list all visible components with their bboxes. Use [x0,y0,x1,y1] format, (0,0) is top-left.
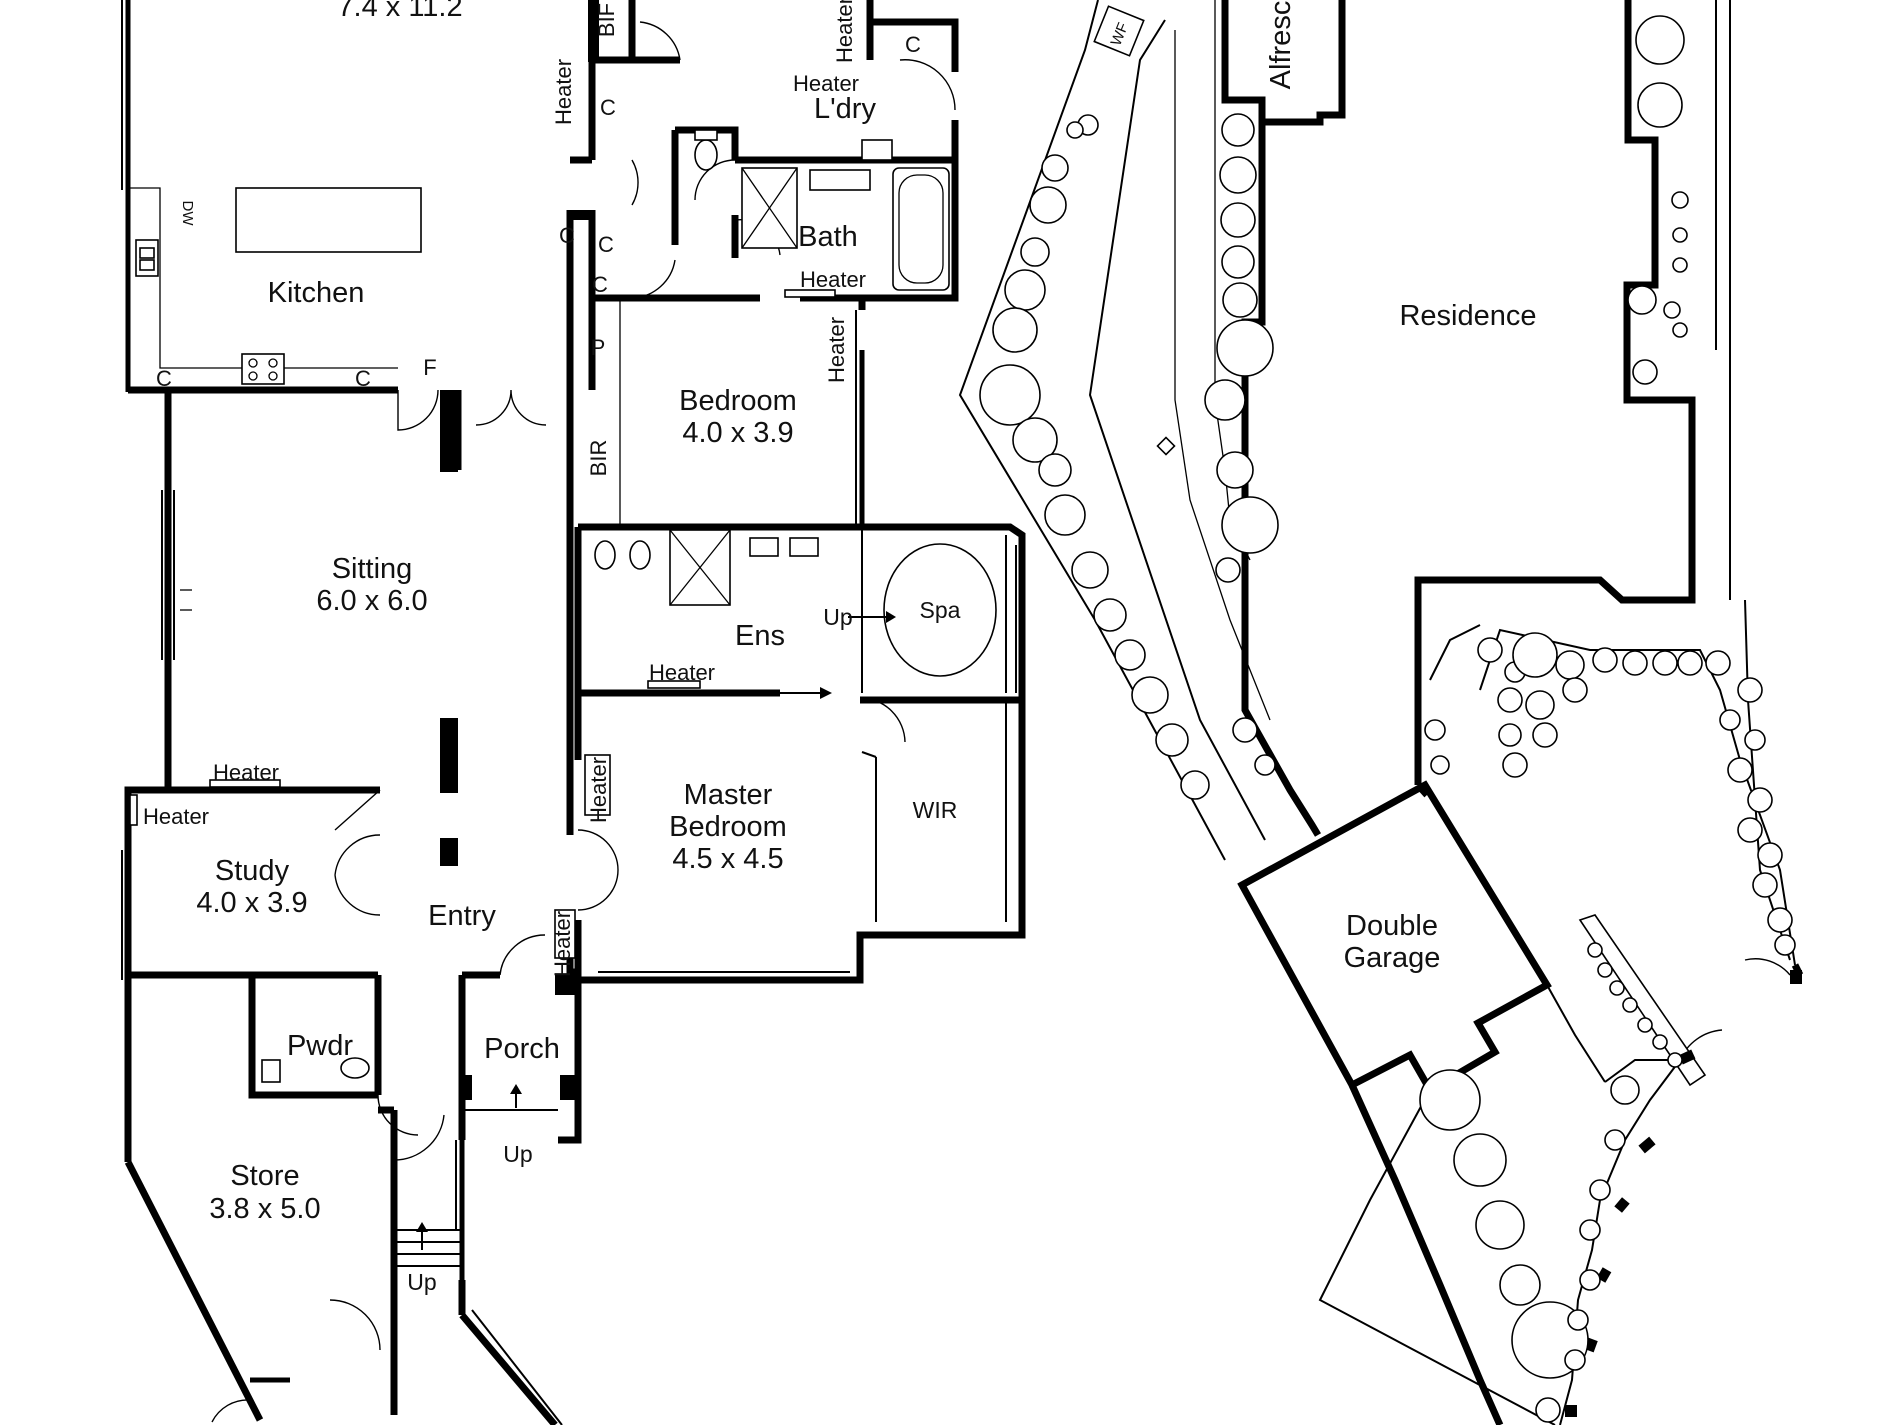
dishwasher-label: DW [179,201,196,227]
store-label: Store [230,1160,299,1192]
heater-label: Heater [832,0,857,63]
spa-label: Spa [920,597,961,623]
site-plan [958,0,1804,1425]
site-labels: Alfresc WF Residence Double Garage [1108,1,1537,974]
up-label: Up [407,1269,436,1295]
fridge-label: F [423,355,436,380]
heater-label: Heater [550,911,575,977]
pwdr-label: Pwdr [287,1030,353,1062]
master-label-1: Master [684,779,773,811]
bif-label: BIF [594,3,619,37]
garage-label-2: Garage [1344,942,1441,974]
bir-label: BIR [586,440,611,477]
bath-label: Bath [798,221,858,253]
up-label: Up [503,1141,532,1167]
bedroom-dims: 4.0 x 3.9 [682,417,793,449]
cupboard-label: C [905,32,921,57]
cooktop [241,353,285,385]
heater-label: Heater [551,59,576,125]
cupboard-label: C [600,95,616,120]
master-label-2: Bedroom [669,811,787,843]
up-label: Up [823,604,852,630]
entry-label: Entry [428,900,496,932]
room-labels: 7.4 x 11.2 Kitchen Bath L'dry Bedroom 4.… [196,0,960,1225]
store-dims: 3.8 x 5.0 [209,1193,320,1225]
heater-label: Heater [800,267,866,292]
fixtures [128,129,997,1250]
heater-label: Heater [586,757,611,823]
pantry-label: P [591,335,606,360]
cupboard-label: C [355,366,371,391]
cupboard-label: C [559,223,575,248]
trees [979,15,1796,1423]
ens-label: Ens [735,620,785,652]
master-dims: 4.5 x 4.5 [672,843,783,875]
cupboard-label: C [598,232,614,257]
heater-label: Heater [824,317,849,383]
porch-label: Porch [484,1033,560,1065]
alfresco-label: Alfresc [1265,1,1297,90]
toilet-icon [694,139,718,171]
bedroom-label: Bedroom [679,385,797,417]
cupboard-label: C [156,366,172,391]
bath-tub-icon [892,167,950,291]
garage-label-1: Double [1346,910,1438,942]
study-label: Study [215,855,290,887]
cupboard-label: C [592,272,608,297]
study-dims: 4.0 x 3.9 [196,887,307,919]
fixture-labels: Heater Heater Heater Heater Heater Heate… [143,0,921,1295]
heater-label: Heater [649,660,715,685]
residence-label: Residence [1399,300,1536,332]
spa-tub [883,543,997,677]
stairs [394,1229,462,1267]
top-room-dims: 7.4 x 11.2 [337,0,462,23]
heater-label: Heater [793,71,859,96]
door-swings [211,21,956,1423]
kitchen-island [235,187,422,253]
kitchen-label: Kitchen [268,277,365,309]
sitting-label: Sitting [332,553,413,585]
laundry-label: L'dry [814,93,876,125]
heater-label: Heater [143,804,209,829]
heater-label: Heater [213,760,279,785]
wir-label: WIR [913,797,958,823]
sitting-dims: 6.0 x 6.0 [316,585,427,617]
